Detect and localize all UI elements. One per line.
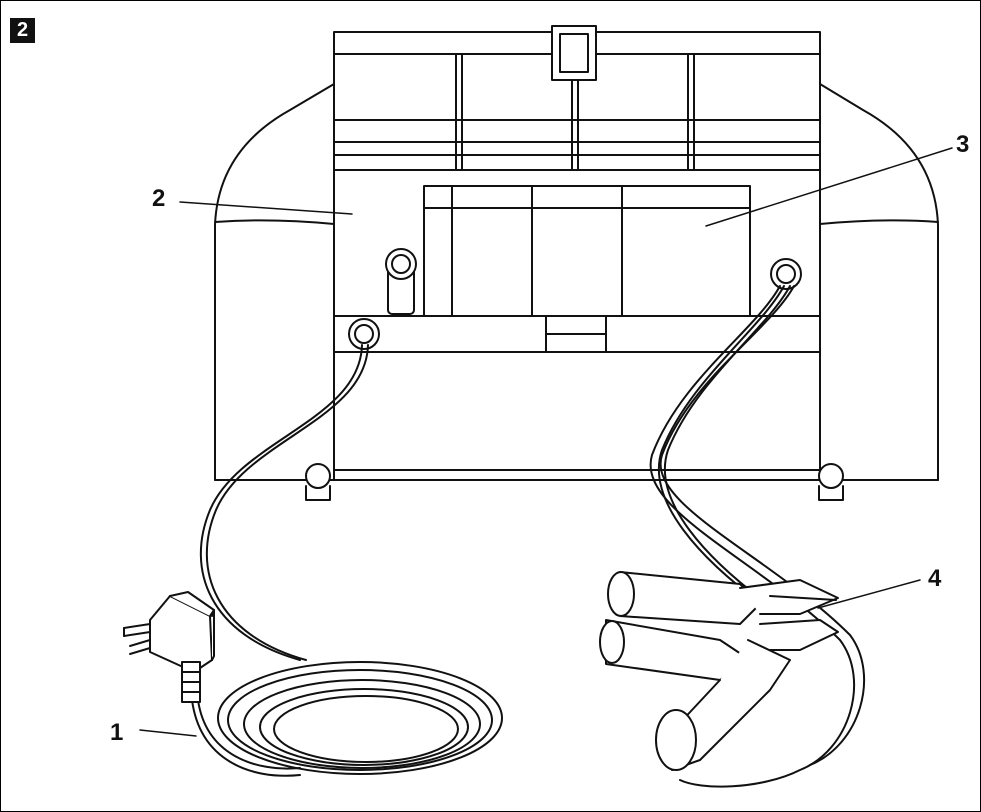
housing-shell-right xyxy=(819,83,939,481)
battery-clamps xyxy=(599,571,839,771)
callout-3: 3 xyxy=(956,131,969,158)
foot-left xyxy=(305,463,331,489)
callout-2: 2 xyxy=(152,185,165,212)
callout-4: 4 xyxy=(928,565,942,592)
figure-number-badge: 2 xyxy=(10,18,35,43)
leader-line-2 xyxy=(179,201,353,215)
housing-shell xyxy=(214,83,335,481)
leader-line-3 xyxy=(705,147,953,227)
leader-line-4 xyxy=(817,579,921,609)
power-cord xyxy=(191,344,503,777)
cable-grommet-left xyxy=(348,318,380,350)
cable-grommet-right xyxy=(770,258,802,290)
foot-right xyxy=(818,463,844,489)
power-plug xyxy=(123,591,215,703)
housing-top-arch-left xyxy=(214,219,335,225)
rating-label xyxy=(423,185,751,317)
housing-top-arch-right xyxy=(819,219,939,225)
leader-line-1 xyxy=(139,729,197,737)
callout-1: 1 xyxy=(110,719,123,746)
